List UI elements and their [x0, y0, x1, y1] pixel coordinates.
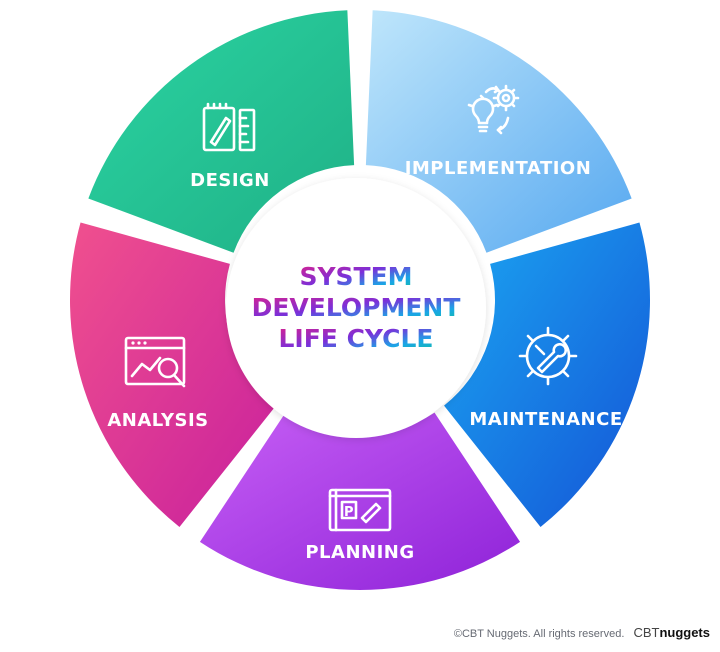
center-circle	[226, 178, 486, 438]
blueprint-icon: P	[328, 488, 392, 532]
center-title-line2: DEVELOPMENT	[252, 293, 461, 322]
wrench-gear-icon	[518, 326, 578, 386]
segment-label-implementation: IMPLEMENTATION	[405, 158, 592, 179]
design-ruler-pencil-icon	[202, 102, 256, 152]
brand-prefix: CBT	[633, 625, 660, 640]
segment-label-planning: PLANNING	[305, 542, 414, 563]
brand-suffix: nuggets	[659, 625, 710, 640]
segment-label-analysis: ANALYSIS	[107, 410, 208, 431]
lightbulb-gear-icon	[467, 84, 520, 135]
segment-design	[88, 10, 355, 253]
svg-text:P: P	[344, 505, 354, 520]
analytics-magnifier-icon	[124, 336, 186, 388]
brand-logo: CBTnuggets	[633, 625, 710, 640]
segment-planning	[199, 412, 521, 590]
segment-maintenance	[444, 222, 650, 527]
center-title-line3: LIFE CYCLE	[278, 324, 433, 353]
segment-label-maintenance: MAINTENANCE	[469, 409, 622, 430]
footer-credit: ©CBT Nuggets. All rights reserved. CBTnu…	[454, 625, 710, 640]
copyright-text: ©CBT Nuggets. All rights reserved.	[453, 628, 625, 640]
segment-label-design: DESIGN	[190, 170, 270, 191]
center-title-line1: SYSTEM	[299, 262, 412, 291]
